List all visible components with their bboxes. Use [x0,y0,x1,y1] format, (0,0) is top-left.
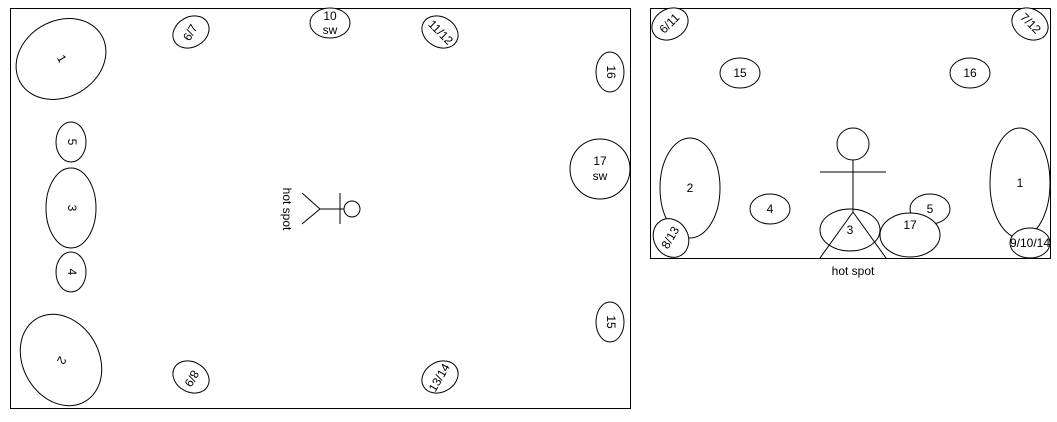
spot-fv-1: 1 [989,127,1051,239]
spot-label: 15 [733,66,747,80]
spot-label: 1 [1017,176,1024,190]
hot-spot-caption: hot spot [832,264,875,278]
person-figure-front [819,127,887,259]
front-view: 6/11 7/12 15 16 2 1 4 [650,7,1051,278]
spot-label: 4 [65,269,79,276]
spot-label: 5 [927,202,934,216]
spot-label: 3 [847,223,854,237]
spot-tv-1: 1 [15,18,107,100]
spot-fv-4: 4 [749,193,791,225]
spot-label: 2 [687,181,694,195]
spot-tv-89: 8/9 [172,360,210,394]
spot-label: 17 [903,218,917,232]
spot-tv-67: 6/7 [172,15,210,49]
spot-tv-16: 16 [595,51,625,93]
spot-sublabel: sw [593,169,608,183]
spot-fv-16: 16 [949,57,991,89]
spot-fv-3: 3 [819,208,881,252]
spot-fv-15: 15 [719,57,761,89]
hot-spot-label: hot spot [280,188,294,231]
spot-label: 15 [604,315,618,329]
spot-tv-10: 10 sw [309,7,351,39]
person-figure-top [301,192,361,225]
spot-sublabel: sw [323,23,338,37]
spot-tv-17: 17 sw [569,138,631,200]
spot-fv-91014: 9/10/14 [1009,227,1051,259]
spot-label: 10 [323,9,337,23]
spot-tv-15: 15 [595,301,625,343]
top-view: 1 6/7 10 sw 11/12 16 5 3 [10,7,631,409]
spot-label: 5 [65,139,79,146]
spot-fv-813: 8/13 [652,218,690,258]
spot-tv-5: 5 [55,121,87,163]
spot-label: 16 [604,65,618,79]
spot-fv-17: 17 [879,212,941,258]
spot-label: 9/10/14 [1010,236,1050,250]
spot-tv-2: 2 [19,313,103,407]
spot-label: 3 [65,205,79,212]
spot-fv-2: 2 [659,137,721,239]
spot-fv-611: 6/11 [651,7,689,41]
spot-label: 17 [593,154,607,168]
spot-tv-1314: 13/14 [421,360,459,394]
spot-label: 16 [963,66,977,80]
spot-tv-4: 4 [55,251,87,293]
spot-tv-3: 3 [45,167,97,249]
spot-label: 4 [767,202,774,216]
spot-fv-712: 7/12 [1011,7,1049,41]
spot-tv-1112: 11/12 [421,15,459,49]
